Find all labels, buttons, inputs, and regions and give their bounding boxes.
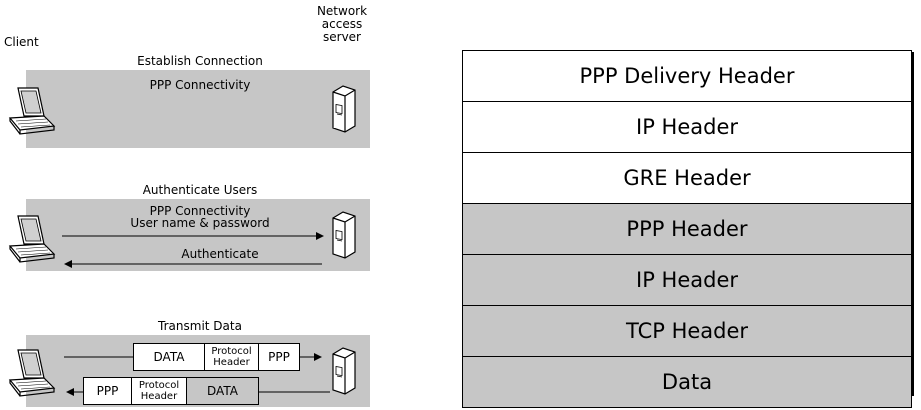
establish-connection-band — [26, 70, 370, 148]
stack-layer: IP Header — [463, 102, 911, 153]
establish-connection-title: Establish Connection — [137, 54, 263, 68]
arrow-left-icon — [64, 260, 72, 268]
out-protocol-header-box: Protocol Header — [204, 343, 259, 371]
client-computer-icon — [9, 87, 55, 135]
authenticate-users-title: Authenticate Users — [142, 183, 258, 197]
auth-username-password: User name & password — [130, 216, 270, 230]
network-access-server-label: Network access server — [316, 4, 368, 44]
auth-authenticate-reply: Authenticate — [181, 247, 259, 261]
stack-layer: Data — [463, 357, 911, 407]
in-data-box: DATA — [186, 377, 259, 405]
server-icon — [332, 347, 356, 395]
out-ppp-box: PPP — [258, 343, 300, 371]
client-computer-icon — [9, 349, 55, 397]
stack-layer: TCP Header — [463, 306, 911, 357]
client-computer-icon — [9, 215, 55, 263]
encapsulation-stack: PPP Delivery Header IP Header GRE Header… — [462, 50, 912, 408]
out-data-box: DATA — [133, 343, 205, 371]
stack-layer: PPP Header — [463, 204, 911, 255]
authenticate-users-band — [26, 199, 370, 271]
arrow-right-icon — [316, 232, 324, 240]
in-ppp-box: PPP — [83, 377, 132, 405]
establish-ppp-connectivity: PPP Connectivity — [149, 78, 251, 92]
transmit-data-title: Transmit Data — [158, 319, 242, 333]
stack-layer: GRE Header — [463, 153, 911, 204]
stack-layer: PPP Delivery Header — [463, 51, 911, 102]
in-protocol-header-box: Protocol Header — [131, 377, 187, 405]
client-label: Client — [4, 35, 39, 49]
auth-ppp-connectivity: PPP Connectivity — [149, 204, 251, 218]
server-icon — [332, 211, 356, 259]
server-icon — [332, 85, 356, 133]
arrow-right-icon — [314, 353, 322, 361]
stack-layer: IP Header — [463, 255, 911, 306]
arrow-left-icon — [66, 388, 74, 396]
